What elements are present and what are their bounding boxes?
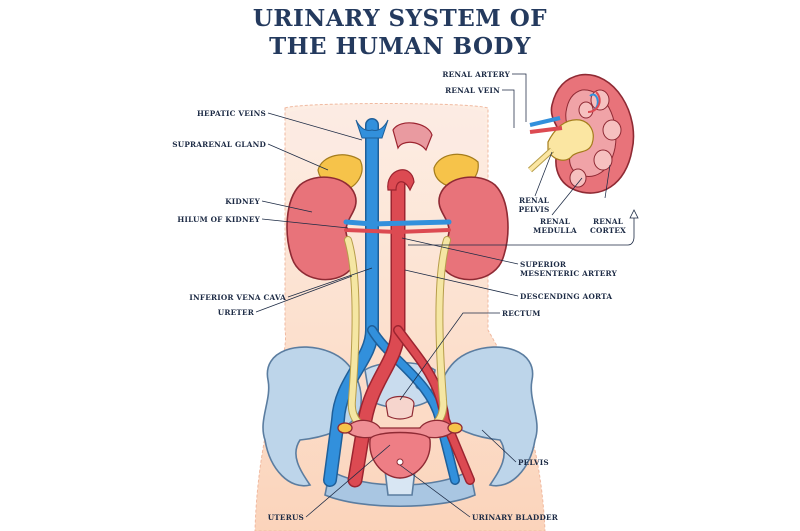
inset-connector-line [408, 215, 635, 246]
label-uterus: UTERUS [267, 513, 304, 522]
label-inferior-vena-cava: INFERIOR VENA CAVA [189, 293, 286, 302]
inset-connector-arrow [629, 209, 639, 219]
label-renal-cortex-line2: CORTEX [590, 226, 626, 235]
label-renal-medulla: RENAL MEDULLA [532, 217, 578, 235]
aortic-arch [387, 169, 415, 192]
label-kidney: KIDNEY [225, 197, 260, 206]
label-renal-vein: RENAL VEIN [445, 86, 500, 95]
label-superior-mesenteric-artery: SUPERIOR MESENTERIC ARTERY [520, 260, 617, 278]
renal-vessels [343, 219, 452, 234]
label-hilum-of-kidney: HILUM OF KIDNEY [177, 215, 260, 224]
label-renal-medulla-line1: RENAL [539, 217, 571, 226]
renal-medulla-pyramids [569, 89, 622, 188]
label-ureter: URETER [217, 308, 254, 317]
label-suprarenal-gland: SUPRARENAL GLAND [172, 140, 266, 149]
label-renal-pelvis-line1: RENAL [518, 196, 550, 205]
label-renal-pelvis-line2: PELVIS [518, 205, 550, 214]
leader-lines [255, 73, 611, 518]
label-descending-aorta: DESCENDING AORTA [520, 292, 613, 301]
diaphragm-area [290, 104, 485, 150]
label-renal-cortex-line1: RENAL [592, 217, 624, 226]
rectum [385, 395, 415, 420]
label-renal-artery: RENAL ARTERY [442, 70, 510, 79]
label-renal-medulla-line2: MEDULLA [533, 226, 577, 235]
label-urinary-bladder: URINARY BLADDER [472, 513, 559, 522]
label-renal-pelvis: RENAL PELVIS [512, 196, 556, 214]
label-hepatic-veins: HEPATIC VEINS [196, 109, 266, 118]
label-pelvis: PELVIS [518, 458, 549, 467]
urethra-opening [396, 458, 404, 466]
title-line-1: URINARY SYSTEM OF [252, 5, 548, 32]
hepatic-veins [355, 119, 389, 139]
kidney-cross-section [527, 73, 635, 194]
title-line-2: THE HUMAN BODY [269, 33, 531, 60]
urinary-bladder [369, 431, 431, 479]
label-rectum: RECTUM [502, 309, 541, 318]
label-renal-cortex: RENAL CORTEX [586, 217, 630, 235]
esophagus-segment [392, 122, 433, 152]
label-superior-mesenteric-line2: MESENTERIC ARTERY [520, 269, 617, 278]
label-superior-mesenteric-line1: SUPERIOR [520, 260, 567, 269]
